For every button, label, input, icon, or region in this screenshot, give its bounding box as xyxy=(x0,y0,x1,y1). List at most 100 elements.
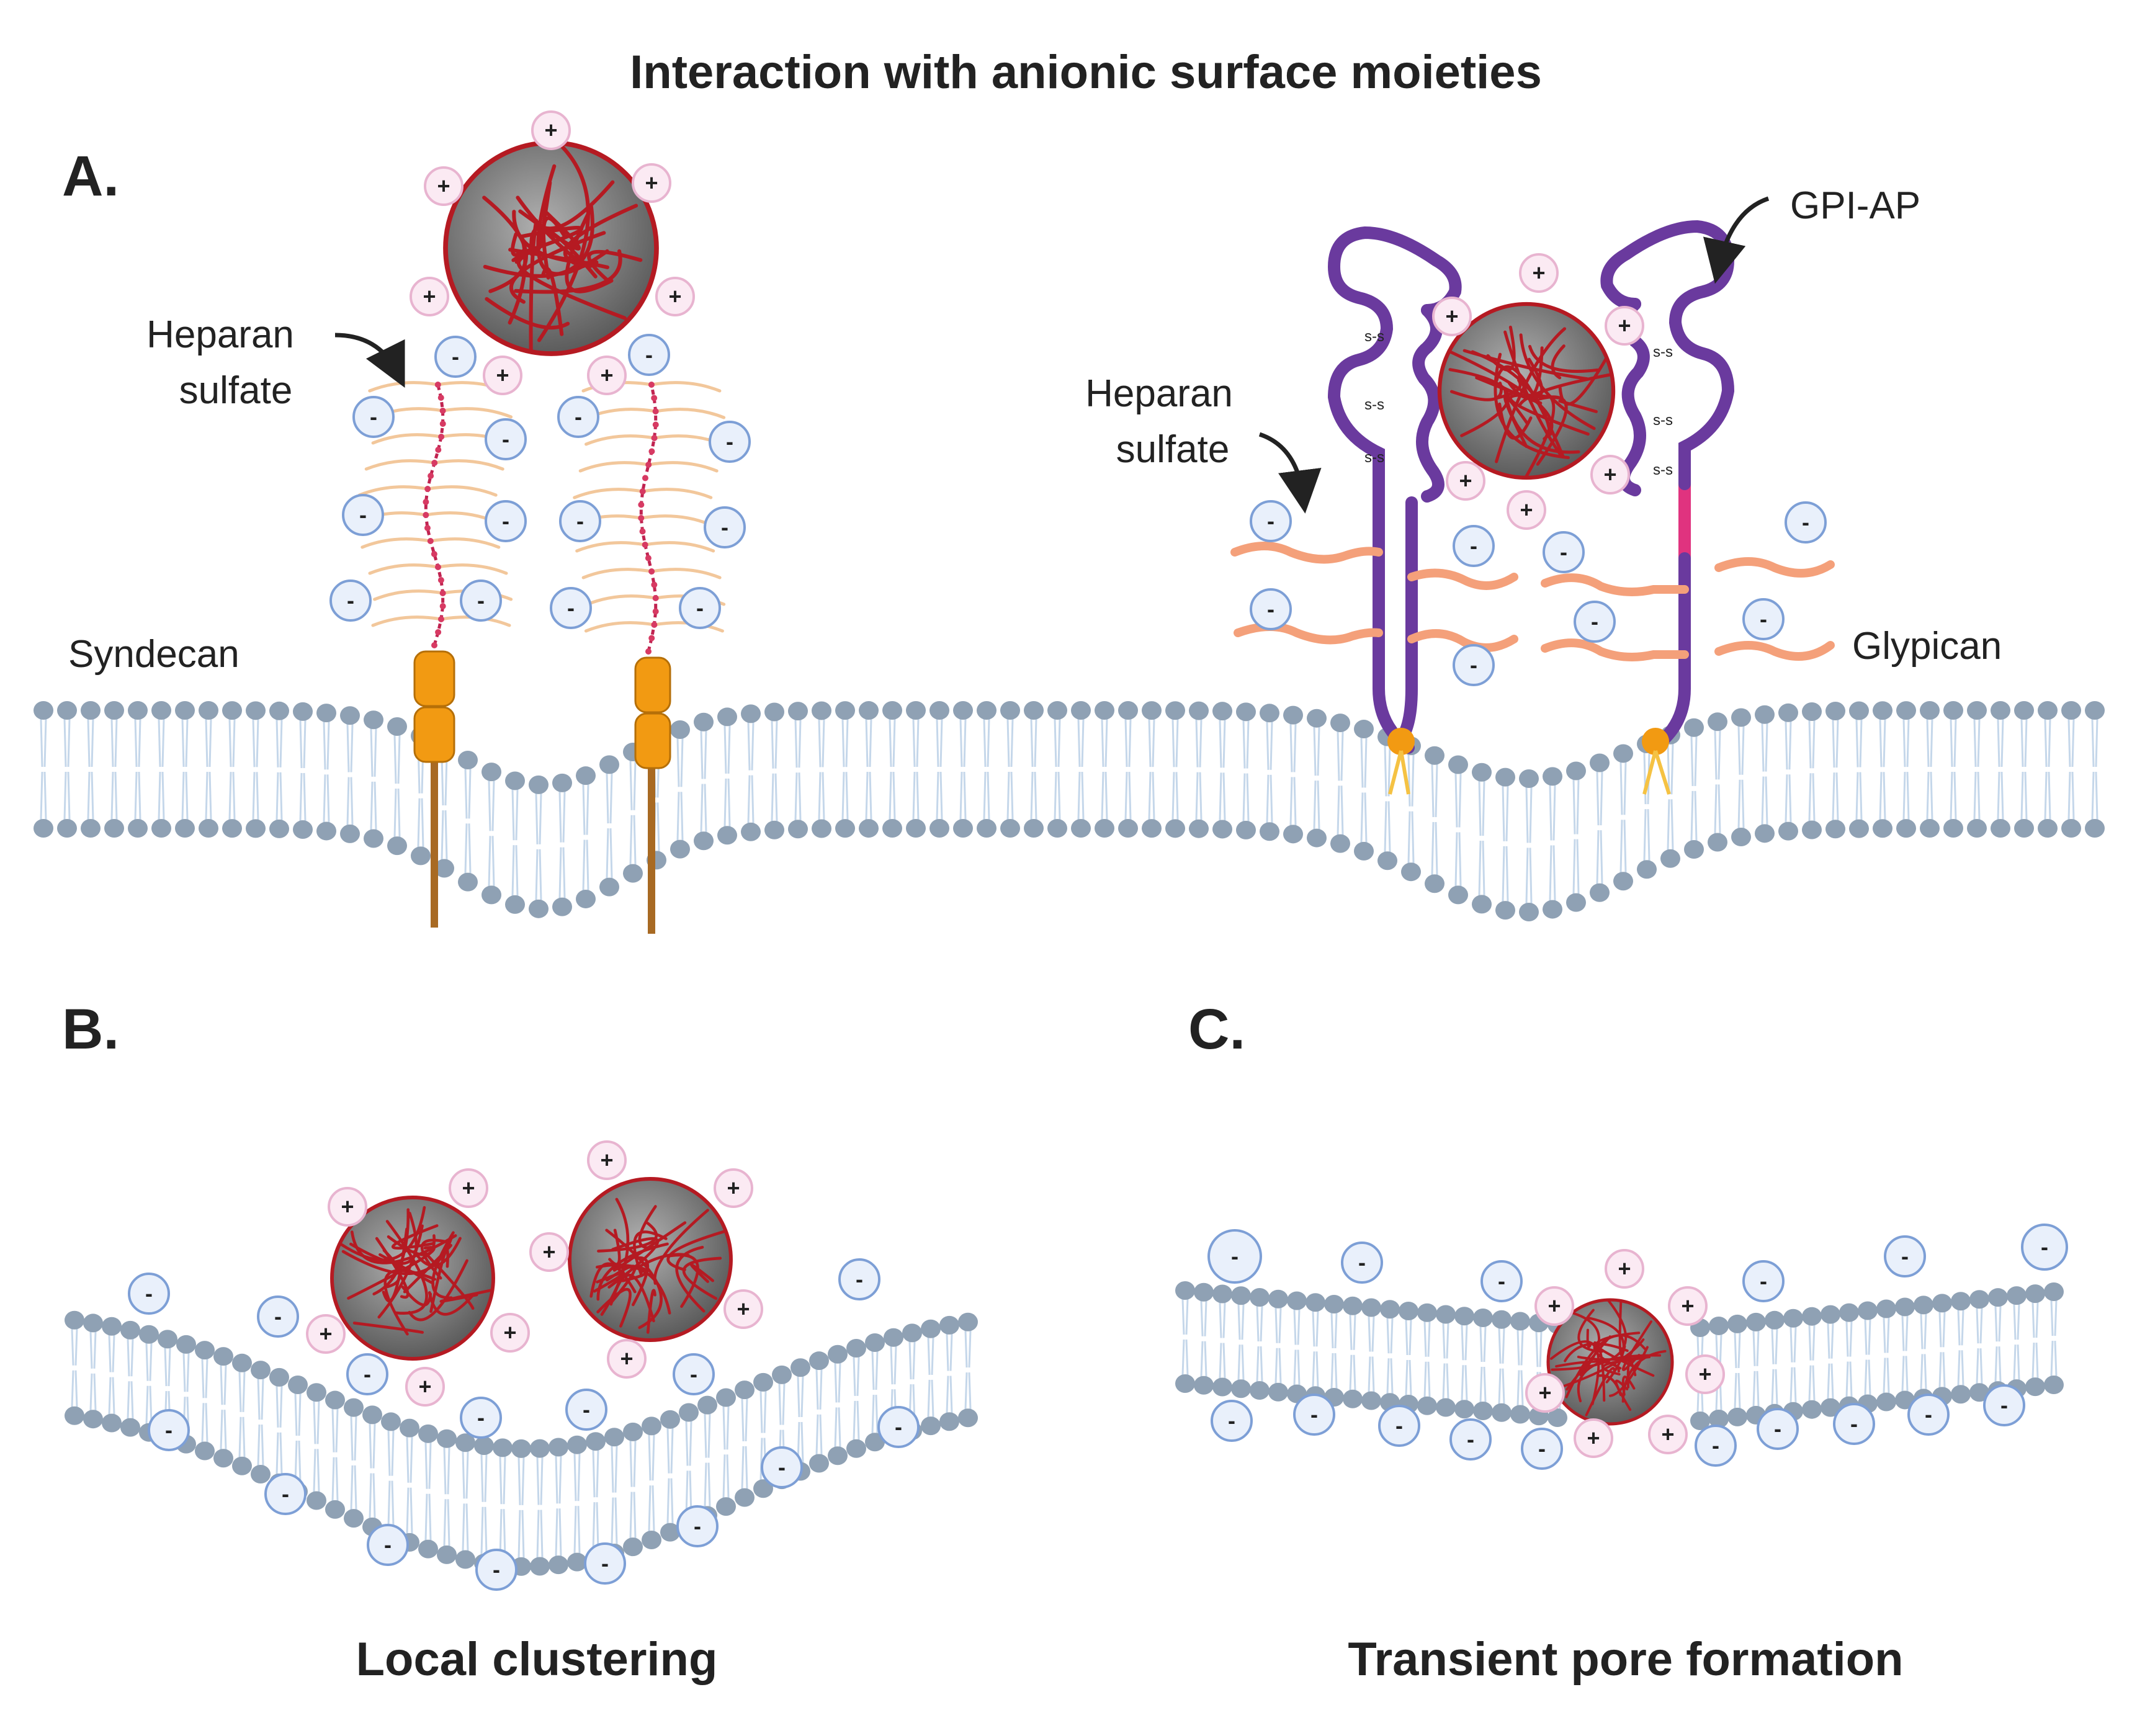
negative-charge: - xyxy=(1211,1400,1253,1442)
svg-text:-: - xyxy=(364,1361,371,1387)
svg-text:+: + xyxy=(437,173,450,199)
nanoparticle-panel-a-glypican xyxy=(1437,302,1616,480)
svg-text:+: + xyxy=(1445,303,1458,329)
negative-charge: - xyxy=(485,500,527,542)
negative-charge: - xyxy=(1884,1235,1926,1277)
syndecan-core-protein-right xyxy=(634,656,671,934)
heparan-sulfate-label-left-line2: sulfate xyxy=(179,369,293,412)
svg-text:-: - xyxy=(274,1304,282,1329)
svg-text:-: - xyxy=(384,1532,392,1557)
positive-charge: + xyxy=(1432,297,1472,336)
svg-text:+: + xyxy=(1618,1256,1631,1281)
negative-charge: - xyxy=(460,579,502,622)
positive-charge: + xyxy=(714,1168,753,1208)
positive-charge: + xyxy=(1605,306,1644,346)
negative-charge: - xyxy=(559,500,601,542)
svg-text:+: + xyxy=(737,1296,750,1322)
svg-text:-: - xyxy=(165,1417,172,1443)
negative-charge: - xyxy=(1907,1394,1950,1436)
nanoparticle-panel-b-right xyxy=(568,1177,733,1342)
svg-text:-: - xyxy=(1560,539,1567,565)
svg-text:+: + xyxy=(668,284,681,309)
glypican-label: Glypican xyxy=(1852,625,2002,668)
negative-charge: - xyxy=(1543,531,1585,573)
positive-charge: + xyxy=(529,1232,569,1272)
negative-charge: - xyxy=(704,506,746,548)
svg-text:+: + xyxy=(418,1374,431,1399)
positive-charge: + xyxy=(1590,455,1630,494)
gpi-ap-label: GPI-AP xyxy=(1790,184,1920,227)
negative-charge: - xyxy=(1453,525,1495,567)
svg-text:-: - xyxy=(1712,1433,1719,1458)
figure-title: Interaction with anionic surface moietie… xyxy=(630,46,1542,99)
positive-charge: + xyxy=(1525,1373,1565,1413)
svg-text:-: - xyxy=(601,1550,609,1576)
negative-charge: - xyxy=(460,1397,502,1439)
positive-charge: + xyxy=(1648,1415,1688,1454)
glypican-left xyxy=(1327,226,1462,795)
negative-charge: - xyxy=(352,396,395,438)
svg-text:+: + xyxy=(341,1194,354,1219)
svg-text:+: + xyxy=(600,1147,613,1173)
svg-text:-: - xyxy=(696,595,704,620)
negative-charge: - xyxy=(342,494,384,536)
negative-charge: - xyxy=(128,1273,170,1315)
negative-charge: - xyxy=(1757,1408,1799,1450)
negative-charge: - xyxy=(367,1524,409,1566)
positive-charge: + xyxy=(1605,1249,1644,1289)
caption-local-clustering: Local clustering xyxy=(356,1633,718,1686)
negative-charge: - xyxy=(565,1389,607,1431)
svg-text:-: - xyxy=(477,588,485,613)
svg-text:+: + xyxy=(462,1175,475,1201)
svg-text:+: + xyxy=(1681,1293,1694,1318)
negative-charge: - xyxy=(2021,1224,2068,1271)
syndecan-core-protein-left xyxy=(413,650,455,928)
positive-charge: + xyxy=(424,166,464,206)
negative-charge: - xyxy=(1785,501,1827,544)
negative-charge: - xyxy=(1207,1229,1262,1284)
svg-text:+: + xyxy=(503,1320,516,1345)
negative-charge: - xyxy=(1742,598,1785,640)
svg-text:-: - xyxy=(1774,1416,1781,1441)
caption-transient-pore-formation: Transient pore formation xyxy=(1348,1633,1903,1686)
positive-charge: + xyxy=(449,1168,488,1208)
svg-text:-: - xyxy=(1358,1250,1366,1275)
svg-text:+: + xyxy=(542,1239,555,1264)
negative-charge: - xyxy=(1695,1425,1737,1467)
positive-charge: + xyxy=(490,1313,530,1353)
svg-text:-: - xyxy=(1760,1268,1767,1294)
svg-text:-: - xyxy=(895,1414,902,1439)
svg-text:-: - xyxy=(1231,1243,1238,1269)
positive-charge: + xyxy=(587,1140,627,1180)
svg-text:-: - xyxy=(2000,1392,2008,1418)
svg-text:-: - xyxy=(1925,1402,1932,1427)
negative-charge: - xyxy=(838,1258,880,1300)
positive-charge: + xyxy=(531,110,571,150)
heparan-right-arrow xyxy=(1258,432,1322,514)
svg-text:-: - xyxy=(1538,1436,1546,1461)
positive-charge: + xyxy=(410,277,449,316)
negative-charge: - xyxy=(877,1406,920,1448)
svg-text:+: + xyxy=(727,1175,740,1201)
svg-text:-: - xyxy=(1591,609,1598,634)
glypican-heparan-chains xyxy=(1230,542,1835,661)
negative-charge: - xyxy=(1453,644,1495,686)
positive-charge: + xyxy=(587,356,627,395)
negative-charge: - xyxy=(1250,588,1292,630)
disulfide-bonds: s-s s-s s-s s-s s-s s-s xyxy=(1364,328,1673,478)
negative-charge: - xyxy=(257,1295,299,1338)
svg-text:-: - xyxy=(502,508,509,534)
disulfide-label: s-s xyxy=(1364,396,1384,413)
svg-text:-: - xyxy=(452,344,459,369)
disulfide-label: s-s xyxy=(1364,328,1384,345)
svg-text:+: + xyxy=(1538,1380,1551,1405)
positive-charge: + xyxy=(483,356,522,395)
svg-text:+: + xyxy=(1520,497,1533,522)
negative-charge: - xyxy=(676,1505,719,1547)
nanoparticle-panel-a-syndecan xyxy=(443,140,659,356)
negative-charge: - xyxy=(346,1353,388,1395)
negative-charge: - xyxy=(1480,1260,1523,1302)
disulfide-label: s-s xyxy=(1653,344,1673,360)
positive-charge: + xyxy=(1534,1286,1574,1326)
heparan-sulfate-label-right-line1: Heparan xyxy=(1085,372,1233,415)
